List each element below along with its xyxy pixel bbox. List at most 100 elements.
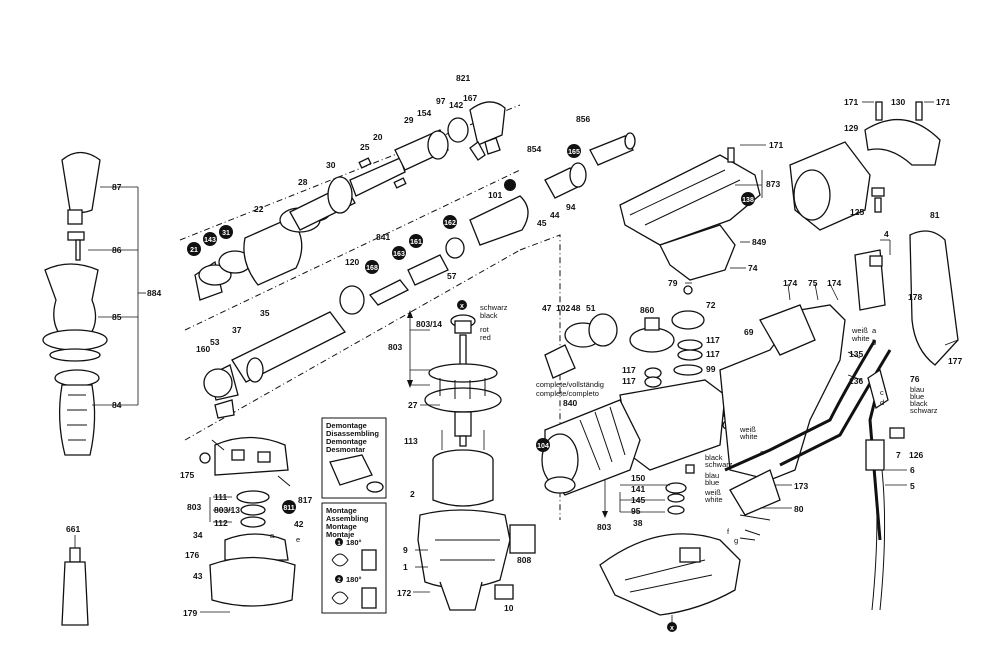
badge-811: 811 bbox=[282, 500, 296, 514]
label-5: 5 bbox=[910, 481, 915, 491]
svg-text:Demontage: Demontage bbox=[326, 421, 367, 430]
badge-104: 104 bbox=[536, 438, 550, 452]
label-38: 38 bbox=[633, 518, 643, 528]
label-102: 102 bbox=[556, 303, 570, 313]
svg-text:Demontage: Demontage bbox=[326, 437, 367, 446]
label-160: 160 bbox=[196, 344, 210, 354]
wire-blue-2: blue bbox=[705, 478, 719, 487]
svg-text:x: x bbox=[670, 625, 674, 632]
label-821: 821 bbox=[456, 73, 470, 83]
label-7: 7 bbox=[896, 450, 901, 460]
wire-schwarz-2: schwarz bbox=[705, 460, 733, 469]
label-35: 35 bbox=[260, 308, 270, 318]
wire-schwarz-1: schwarz bbox=[910, 406, 938, 415]
svg-text:1: 1 bbox=[337, 541, 341, 547]
letter-f: f bbox=[727, 527, 730, 536]
label-172: 172 bbox=[397, 588, 411, 598]
letter-e-lower: e bbox=[296, 535, 300, 544]
svg-text:180°: 180° bbox=[346, 538, 362, 547]
wire-black-1: black bbox=[910, 399, 928, 408]
badge-161: 161 bbox=[409, 234, 423, 248]
assembly-instruction-box: Montage Assembling Montage Montaje 1 180… bbox=[321, 502, 387, 614]
label-113: 113 bbox=[404, 436, 418, 446]
label-45: 45 bbox=[537, 218, 547, 228]
label-150: 150 bbox=[631, 473, 645, 483]
label-803a: 803 bbox=[388, 342, 402, 352]
label-111: 111 bbox=[214, 492, 228, 502]
label-167: 167 bbox=[463, 93, 477, 103]
label-174b: 174 bbox=[827, 278, 841, 288]
letter-g: g bbox=[734, 536, 738, 545]
wire-weiss-3: weiß bbox=[704, 488, 721, 497]
label-130: 130 bbox=[891, 97, 905, 107]
label-873: 873 bbox=[766, 179, 780, 189]
label-817: 817 bbox=[298, 495, 312, 505]
label-79: 79 bbox=[668, 278, 678, 288]
label-803b: 803 bbox=[187, 502, 201, 512]
label-30: 30 bbox=[326, 160, 336, 170]
label-74: 74 bbox=[748, 263, 758, 273]
label-117a: 117 bbox=[706, 335, 720, 345]
svg-text:180°: 180° bbox=[346, 575, 362, 584]
x-marker-top: x bbox=[457, 300, 467, 310]
label-171c: 171 bbox=[936, 97, 950, 107]
label-173: 173 bbox=[794, 481, 808, 491]
wire-red: red bbox=[480, 333, 491, 342]
label-125: 125 bbox=[850, 207, 864, 217]
svg-text:138: 138 bbox=[742, 197, 754, 204]
label-22: 22 bbox=[254, 204, 264, 214]
svg-text:104: 104 bbox=[537, 443, 549, 450]
impact-mechanism-group bbox=[179, 101, 521, 331]
label-28: 28 bbox=[298, 177, 308, 187]
label-4: 4 bbox=[884, 229, 889, 239]
svg-text:Disassembling: Disassembling bbox=[326, 429, 379, 438]
wire-schwarz: schwarz bbox=[480, 303, 508, 312]
letter-b: b bbox=[872, 338, 876, 347]
label-117b: 117 bbox=[706, 349, 720, 359]
label-129: 129 bbox=[844, 123, 858, 133]
label-53: 53 bbox=[210, 337, 220, 347]
piston-assembly bbox=[184, 132, 636, 441]
badge-163: 163 bbox=[392, 246, 406, 260]
wire-rot: rot bbox=[480, 325, 490, 334]
label-142: 142 bbox=[449, 100, 463, 110]
svg-text:Montaje: Montaje bbox=[326, 530, 354, 539]
label-145: 145 bbox=[631, 495, 645, 505]
label-10: 10 bbox=[504, 603, 514, 613]
wire-blau-2: blau bbox=[705, 471, 719, 480]
label-80: 80 bbox=[794, 504, 804, 514]
label-95: 95 bbox=[631, 506, 641, 516]
complete-text-2: complete/completo bbox=[536, 389, 599, 398]
label-51: 51 bbox=[586, 303, 596, 313]
svg-text:21: 21 bbox=[190, 247, 198, 254]
label-44: 44 bbox=[550, 210, 560, 220]
label-101: 101 bbox=[488, 190, 502, 200]
label-117c: 117 bbox=[622, 365, 636, 375]
label-854: 854 bbox=[527, 144, 541, 154]
label-661: 661 bbox=[66, 524, 80, 534]
wire-black-2: black bbox=[705, 453, 723, 462]
end-cap-group bbox=[789, 101, 941, 231]
label-42: 42 bbox=[294, 519, 304, 529]
wire-blau-1: blau bbox=[910, 385, 924, 394]
badge-162: 162 bbox=[443, 215, 457, 229]
wire-weiss-1: weiß bbox=[851, 326, 868, 335]
x-marker-bottom: x bbox=[667, 622, 677, 632]
letter-a-lower: a bbox=[270, 531, 275, 540]
wire-blue-1: blue bbox=[910, 392, 924, 401]
svg-text:161: 161 bbox=[410, 239, 422, 246]
label-43: 43 bbox=[193, 571, 203, 581]
label-860: 860 bbox=[640, 305, 654, 315]
label-803-13: 803/13 bbox=[214, 505, 240, 515]
rear-handle-group bbox=[719, 230, 959, 611]
label-6: 6 bbox=[910, 465, 915, 475]
badge-168: 168 bbox=[365, 260, 379, 274]
label-154: 154 bbox=[417, 108, 431, 118]
letter-a: a bbox=[872, 326, 877, 335]
svg-text:165: 165 bbox=[568, 149, 580, 156]
label-48: 48 bbox=[571, 303, 581, 313]
wire-white-1: white bbox=[851, 334, 870, 343]
label-141: 141 bbox=[631, 484, 645, 494]
wire-black: black bbox=[480, 311, 498, 320]
